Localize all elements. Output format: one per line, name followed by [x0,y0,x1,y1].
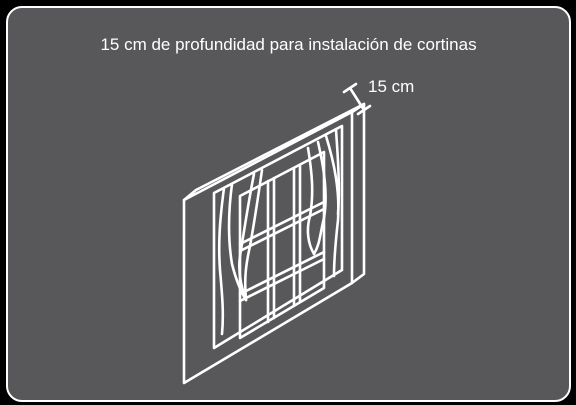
right-curtain [306,128,341,278]
left-curtain [217,168,264,336]
window-frame [182,102,366,385]
panel-title: 15 cm de profundidad para instalación de… [100,35,477,54]
depth-label: 15 cm [368,77,415,96]
illustration-panel: 15 cm de profundidad para instalación de… [6,6,571,402]
window-panes [238,150,326,340]
window-with-curtains-icon [182,82,372,385]
